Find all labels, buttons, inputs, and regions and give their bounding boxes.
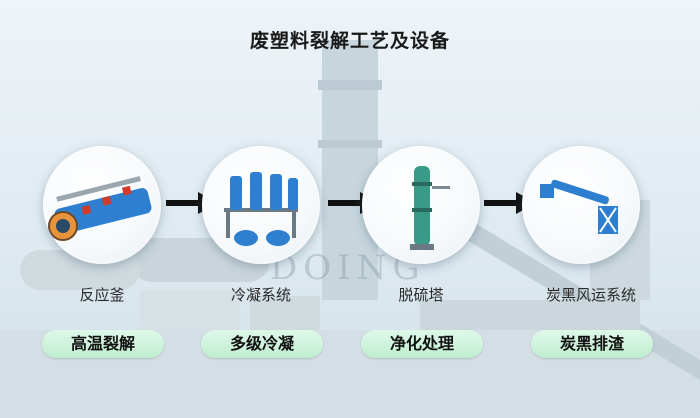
high-temp-pyrolysis-badge: 高温裂解 [42, 330, 164, 358]
carbon-black-conveyor-label: 炭黑风运系统 [545, 286, 636, 304]
multistage-condensing-badge: 多级冷凝 [201, 330, 323, 358]
purification-badge: 净化处理 [361, 330, 483, 358]
condenser-image [202, 146, 320, 264]
condenser-label: 冷凝系统 [230, 286, 291, 304]
reactor-image [43, 146, 161, 264]
desulfurization-tower-image [362, 146, 480, 264]
desulfurization-tower-label: 脱硫塔 [398, 286, 444, 304]
carbon-black-discharge-badge: 炭黑排渣 [531, 330, 653, 358]
carbon-black-conveyor-image [522, 146, 640, 264]
page-title: 废塑料裂解工艺及设备 [249, 30, 450, 52]
reactor-label: 反应釜 [79, 286, 125, 304]
